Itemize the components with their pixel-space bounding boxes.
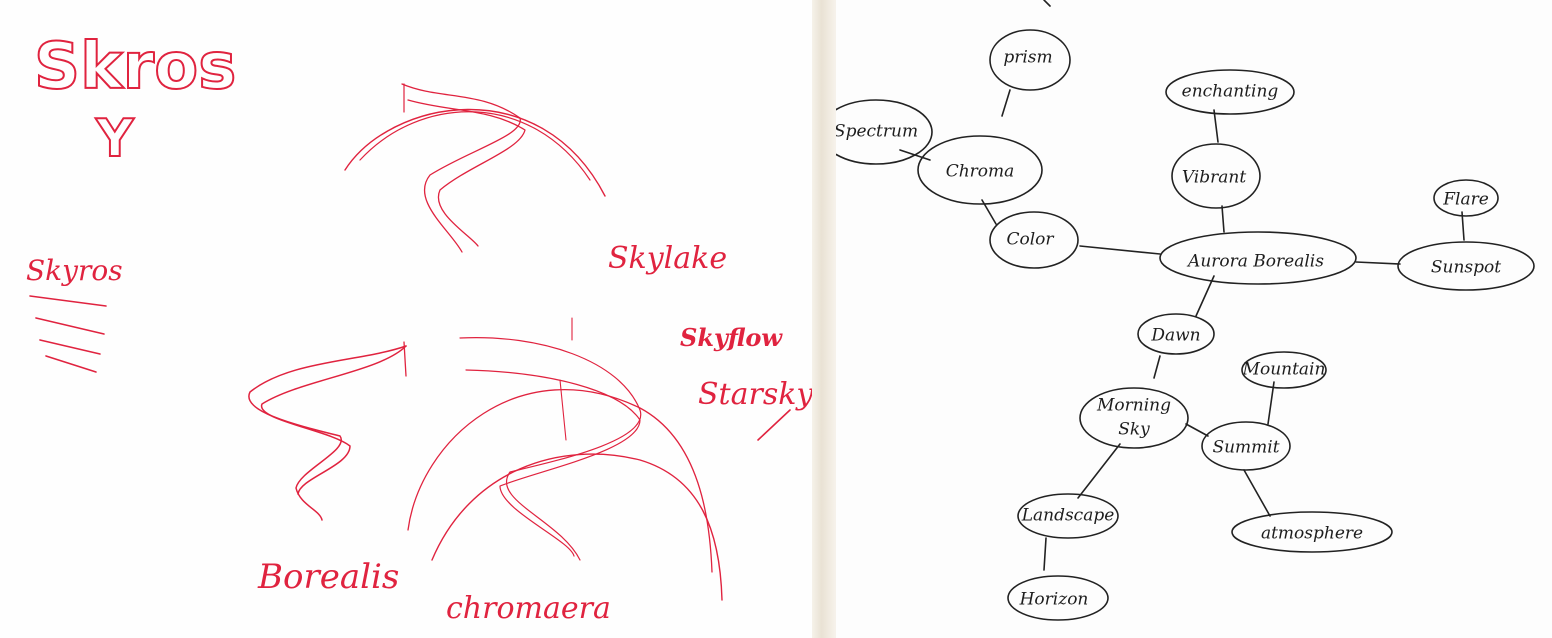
name-borealis: Borealis [257, 557, 399, 597]
node-aurora-label: Aurora Borealis [1186, 252, 1324, 272]
node-summit-label: Summit [1212, 438, 1279, 458]
red-sketches: Skros Y Skyros Skylake Skyflow Starsky [26, 29, 812, 626]
node-summit: Summit [1201, 421, 1291, 471]
node-landscape: Landscape [1017, 493, 1119, 539]
node-atmosphere-label: atmosphere [1261, 524, 1363, 544]
name-starsky: Starsky [698, 377, 812, 412]
node-flare-label: Flare [1442, 190, 1489, 210]
node-aurora-borealis: Aurora Borealis [1159, 231, 1357, 285]
speed-lines [29, 295, 107, 373]
node-prism-label: prism [1003, 48, 1052, 68]
node-dawn: Dawn [1137, 313, 1215, 355]
node-morning-sky-label-line1: Morning [1096, 396, 1171, 416]
mind-map-page: prism Spectrum Chroma Color enchanting V… [836, 0, 1552, 638]
starsky-flourish [757, 409, 791, 441]
node-flare: Flare [1433, 179, 1499, 217]
node-landscape-label: Landscape [1021, 506, 1115, 526]
node-enchanting-label: enchanting [1182, 82, 1279, 102]
node-atmosphere: atmosphere [1231, 511, 1393, 553]
ribbon-sketch-chromaera [407, 317, 723, 601]
left-sketch-page: Skros Y Skyros Skylake Skyflow Starsky [26, 29, 812, 626]
node-sunspot-label: Sunspot [1431, 258, 1501, 278]
node-mountain: Mountain [1241, 351, 1327, 389]
node-horizon: Horizon [1007, 575, 1109, 621]
node-vibrant: Vibrant [1171, 143, 1261, 209]
notebook-gutter [812, 0, 836, 638]
node-spectrum: Spectrum [836, 99, 933, 165]
node-spectrum-label: Spectrum [836, 122, 918, 142]
logo-word: Skros [34, 30, 236, 104]
node-chroma-label: Chroma [946, 162, 1015, 182]
name-skylake: Skylake [608, 241, 727, 276]
node-mountain-label: Mountain [1242, 360, 1326, 380]
name-skyflow: Skyflow [680, 323, 783, 352]
ribbon-sketch-top [344, 83, 606, 253]
node-dawn-label: Dawn [1150, 326, 1200, 346]
node-morning-sky-label-line2: Sky [1118, 420, 1150, 440]
node-prism: prism [989, 29, 1071, 91]
node-color: Color [989, 211, 1079, 269]
node-color-label: Color [1006, 230, 1054, 250]
ribbon-sketch-borealis [248, 341, 407, 521]
node-enchanting: enchanting [1165, 69, 1295, 115]
mind-map: prism Spectrum Chroma Color enchanting V… [836, 0, 1535, 621]
name-chromaera: chromaera [446, 591, 611, 626]
node-chroma: Chroma [917, 135, 1043, 205]
mind-map-connectors [899, 0, 1465, 571]
name-skyros: Skyros [26, 254, 123, 287]
node-vibrant-label: Vibrant [1182, 168, 1247, 188]
node-horizon-label: Horizon [1019, 590, 1089, 610]
node-morning-sky: Morning Sky [1079, 387, 1189, 449]
node-sunspot: Sunspot [1397, 241, 1535, 291]
logo-letter: Y [95, 109, 135, 169]
